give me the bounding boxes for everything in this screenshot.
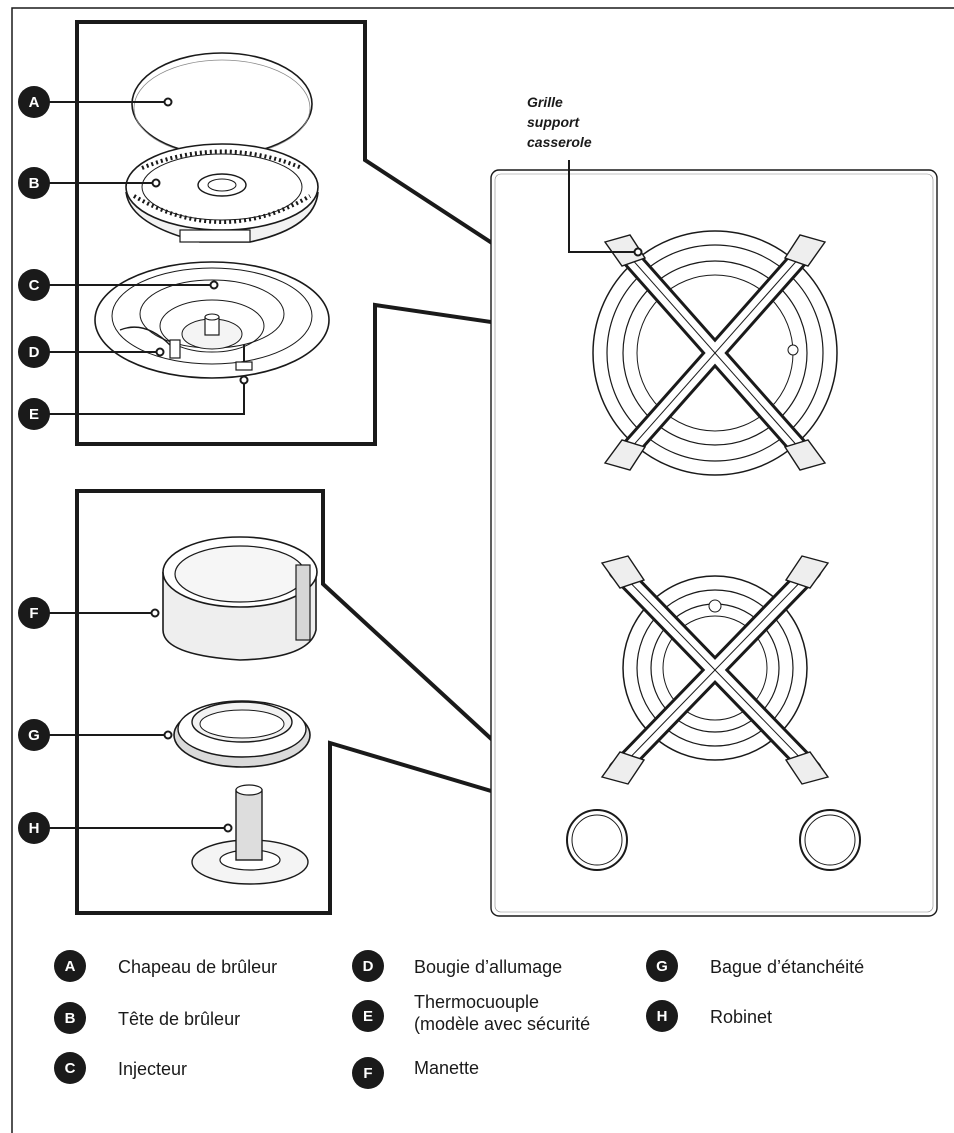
badge-g-diagram: G bbox=[18, 719, 50, 751]
leader-lines-bottom bbox=[34, 608, 233, 833]
hob-knob-left bbox=[566, 809, 628, 871]
legend-label-e: Thermocuouple bbox=[414, 992, 539, 1012]
legend-label-a: Chapeau de brûleur bbox=[118, 957, 277, 977]
legend-item-c: C Injecteur bbox=[54, 1052, 187, 1084]
legend-item-g: G Bague d’étanchéité bbox=[646, 950, 864, 982]
svg-text:H: H bbox=[657, 1008, 668, 1025]
grille-callout-line-1: Grille bbox=[527, 94, 563, 110]
grille-callout-leader bbox=[568, 160, 643, 257]
leader-lines-top bbox=[34, 97, 249, 415]
svg-text:F: F bbox=[363, 1065, 372, 1082]
legend-item-e: E Thermocuouple (modèle avec sécurité bbox=[352, 992, 590, 1034]
badge-c-diagram: C bbox=[18, 269, 50, 301]
legend-label-b: Tête de brûleur bbox=[118, 1009, 240, 1029]
svg-text:D: D bbox=[363, 958, 374, 975]
legend-item-h: H Robinet bbox=[646, 1000, 772, 1032]
legend-label-e-line2: (modèle avec sécurité bbox=[414, 1014, 590, 1034]
badge-h-diagram: H bbox=[18, 812, 50, 844]
legend-item-f: F Manette bbox=[352, 1057, 479, 1089]
burner-head-drawing bbox=[125, 143, 319, 243]
svg-text:C: C bbox=[29, 277, 40, 294]
valve-drawing bbox=[191, 784, 309, 885]
knob-drawing bbox=[162, 536, 318, 661]
svg-text:G: G bbox=[656, 958, 668, 975]
grille-callout-line-3: casserole bbox=[527, 134, 592, 150]
svg-text:B: B bbox=[65, 1010, 76, 1027]
legend: A Chapeau de brûleur B Tête de brûleur C… bbox=[54, 950, 864, 1089]
svg-text:H: H bbox=[29, 820, 40, 837]
grille-callout-line-2: support bbox=[527, 114, 580, 130]
badge-b-diagram: B bbox=[18, 167, 50, 199]
legend-label-g: Bague d’étanchéité bbox=[710, 957, 864, 977]
legend-item-b: B Tête de brûleur bbox=[54, 1002, 240, 1034]
page-border bbox=[11, 7, 954, 1133]
badge-a-diagram: A bbox=[18, 86, 50, 118]
legend-label-f: Manette bbox=[414, 1058, 479, 1078]
small-burner-grate bbox=[600, 555, 830, 785]
svg-text:A: A bbox=[29, 94, 40, 111]
legend-label-d: Bougie d’allumage bbox=[414, 957, 562, 977]
svg-text:G: G bbox=[28, 727, 40, 744]
svg-text:B: B bbox=[29, 175, 40, 192]
large-burner-grate bbox=[592, 230, 838, 476]
svg-text:E: E bbox=[29, 406, 39, 423]
legend-label-h: Robinet bbox=[710, 1007, 772, 1027]
svg-text:D: D bbox=[29, 344, 40, 361]
svg-text:A: A bbox=[65, 958, 76, 975]
burner-cap-drawing bbox=[131, 52, 313, 157]
badge-e-diagram: E bbox=[18, 398, 50, 430]
svg-text:F: F bbox=[29, 605, 38, 622]
burner-base-drawing bbox=[94, 261, 330, 379]
knob-detail-frame bbox=[75, 489, 577, 915]
svg-text:C: C bbox=[65, 1060, 76, 1077]
badge-d-diagram: D bbox=[18, 336, 50, 368]
badge-f-diagram: F bbox=[18, 597, 50, 629]
legend-item-a: A Chapeau de brûleur bbox=[54, 950, 277, 982]
legend-label-c: Injecteur bbox=[118, 1059, 187, 1079]
legend-item-d: D Bougie d’allumage bbox=[352, 950, 562, 982]
svg-text:E: E bbox=[363, 1008, 373, 1025]
seal-ring-drawing bbox=[173, 700, 311, 768]
hob-knob-right bbox=[799, 809, 861, 871]
